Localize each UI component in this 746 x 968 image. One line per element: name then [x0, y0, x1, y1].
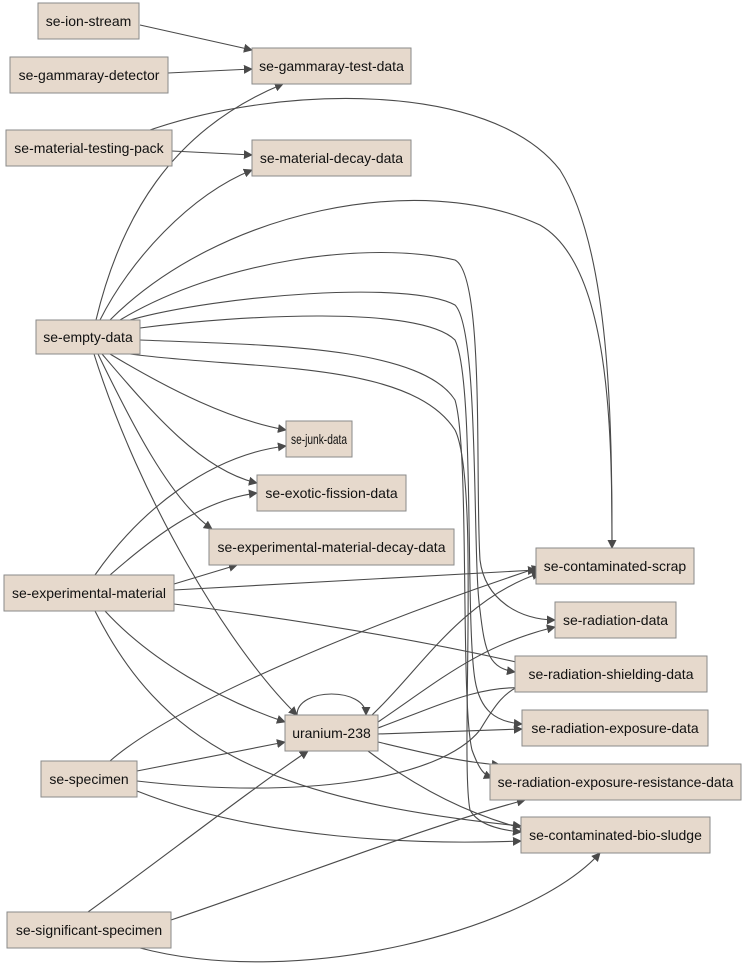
- edge-empty-data-to-exotic-fission-data: [101, 353, 258, 486]
- edge-specimen-to-contaminated-bio-sludge: [136, 790, 522, 846]
- node-label: uranium-238: [292, 725, 371, 741]
- node-layer: se-ion-stream se-gammaray-detector se-mate…: [3, 2, 742, 949]
- node-box: [284, 714, 379, 752]
- edge-significant-specimen-to-contaminated-bio-sludge: [139, 852, 601, 963]
- node-gammaray-test-data[interactable]: se-gammaray-test-data: [251, 47, 412, 85]
- node-significant-specimen[interactable]: se-significant-specimen: [6, 911, 172, 949]
- edge-uranium-238-to-radiation-shielding-data: [377, 682, 526, 729]
- node-label: se-radiation-shielding-data: [529, 666, 694, 682]
- node-label: se-gammaray-test-data: [259, 58, 404, 74]
- node-contaminated-scrap[interactable]: se-contaminated-scrap: [535, 547, 695, 585]
- node-label: se-material-decay-data: [260, 150, 403, 166]
- edge-experimental-material-to-contaminated-bio-sludge: [94, 610, 522, 830]
- node-label: se-material-testing-pack: [14, 140, 164, 156]
- node-box: [35, 319, 141, 355]
- edge-specimen-to-radiation-shielding-data: [136, 682, 526, 789]
- edge-empty-data-to-radiation-data: [119, 251, 556, 625]
- node-box: [6, 911, 172, 949]
- edge-empty-data-to-radiation-shielding-data: [129, 291, 516, 676]
- node-label: se-experimental-material-decay-data: [218, 539, 446, 555]
- edge-uranium-238-to-radiation-exposure-data: [377, 724, 523, 735]
- node-box: [37, 2, 140, 40]
- node-gammaray-detector[interactable]: se-gammaray-detector: [9, 56, 169, 94]
- node-ion-stream[interactable]: se-ion-stream: [37, 2, 140, 40]
- node-label: se-contaminated-scrap: [544, 558, 687, 574]
- edge-specimen-to-uranium-238: [136, 739, 286, 772]
- node-box: [535, 547, 695, 585]
- edge-empty-data-to-material-decay-data: [99, 168, 253, 321]
- edge-significant-specimen-to-uranium-238: [87, 750, 309, 913]
- node-label: se-ion-stream: [46, 13, 132, 29]
- node-exotic-fission-data[interactable]: se-exotic-fission-data: [256, 474, 407, 512]
- node-box: [285, 420, 353, 458]
- node-label: se-significant-specimen: [16, 922, 162, 938]
- edge-empty-data-to-uranium-238: [93, 353, 298, 716]
- edge-ion-stream-to-gammaray-test-data: [139, 24, 253, 53]
- node-radiation-shielding-data[interactable]: se-radiation-shielding-data: [514, 655, 708, 693]
- node-experimental-material-decay-data[interactable]: se-experimental-material-decay-data: [208, 528, 455, 566]
- node-box: [256, 474, 407, 512]
- node-contaminated-bio-sludge[interactable]: se-contaminated-bio-sludge: [520, 816, 711, 854]
- edge-material-testing-pack-to-contaminated-scrap: [149, 98, 617, 549]
- node-box: [251, 139, 412, 177]
- node-label: se-radiation-exposure-data: [531, 720, 699, 736]
- edge-uranium-238-to-contaminated-scrap: [371, 571, 541, 716]
- node-radiation-exposure-resistance-data[interactable]: se-radiation-exposure-resistance-data: [489, 763, 742, 801]
- node-box: [514, 655, 708, 693]
- edge-significant-specimen-to-radiation-exposure-resistance-data: [170, 797, 526, 921]
- node-box: [5, 129, 173, 167]
- node-junk-data[interactable]: se-junk-data: [285, 420, 353, 458]
- node-box: [40, 760, 138, 798]
- node-label: se-empty-data: [43, 329, 133, 345]
- node-box: [3, 574, 175, 612]
- edge-uranium-238-to-contaminated-bio-sludge: [367, 750, 529, 833]
- edge-experimental-material-to-contaminated-scrap: [173, 565, 537, 591]
- edge-empty-data-to-radiation-exposure-data: [139, 315, 523, 728]
- edge-uranium-238-to-radiation-exposure-resistance-data: [377, 741, 501, 769]
- node-material-decay-data[interactable]: se-material-decay-data: [251, 139, 412, 177]
- edge-specimen-to-contaminated-scrap: [109, 565, 541, 762]
- node-box: [521, 709, 709, 747]
- edge-empty-data-to-gammaray-test-data: [95, 82, 284, 321]
- edge-experimental-material-to-radiation-shielding-data: [173, 603, 526, 667]
- node-empty-data[interactable]: se-empty-data: [35, 319, 141, 355]
- edge-layer: [87, 24, 617, 963]
- node-box: [554, 601, 677, 639]
- edge-experimental-material-to-exotic-fission-data: [109, 489, 258, 576]
- edge-empty-data-to-junk-data: [109, 353, 287, 434]
- node-box: [520, 816, 711, 854]
- node-label: se-specimen: [49, 771, 128, 787]
- node-specimen[interactable]: se-specimen: [40, 760, 138, 798]
- node-label: se-junk-data: [291, 431, 347, 447]
- node-uranium-238[interactable]: uranium-238: [284, 714, 379, 752]
- node-label: se-radiation-data: [563, 612, 668, 628]
- node-label: se-experimental-material: [12, 585, 166, 601]
- node-experimental-material[interactable]: se-experimental-material: [3, 574, 175, 612]
- node-box: [208, 528, 455, 566]
- edge-material-testing-pack-to-material-decay-data: [171, 150, 253, 160]
- node-material-testing-pack[interactable]: se-material-testing-pack: [5, 129, 173, 167]
- node-box: [489, 763, 742, 801]
- edge-experimental-material-to-uranium-238: [104, 610, 286, 724]
- edge-empty-data-to-experimental-material-decay-data: [97, 353, 213, 530]
- node-box: [9, 56, 169, 94]
- node-label: se-exotic-fission-data: [265, 485, 397, 501]
- node-label: se-contaminated-bio-sludge: [529, 827, 702, 843]
- node-label: se-radiation-exposure-resistance-data: [498, 774, 734, 790]
- node-label: se-gammaray-detector: [19, 67, 160, 83]
- edge-uranium-238-to-radiation-data: [377, 624, 556, 723]
- edge-uranium-238-to-uranium-238: [296, 693, 371, 716]
- edge-experimental-material-to-experimental-material-decay-data: [173, 563, 238, 585]
- edge-empty-data-to-contaminated-scrap: [109, 199, 617, 549]
- node-radiation-data[interactable]: se-radiation-data: [554, 601, 677, 639]
- edge-gammaray-detector-to-gammaray-test-data: [167, 64, 253, 74]
- edge-experimental-material-to-junk-data: [94, 442, 287, 576]
- node-box: [251, 47, 412, 85]
- node-radiation-exposure-data[interactable]: se-radiation-exposure-data: [521, 709, 709, 747]
